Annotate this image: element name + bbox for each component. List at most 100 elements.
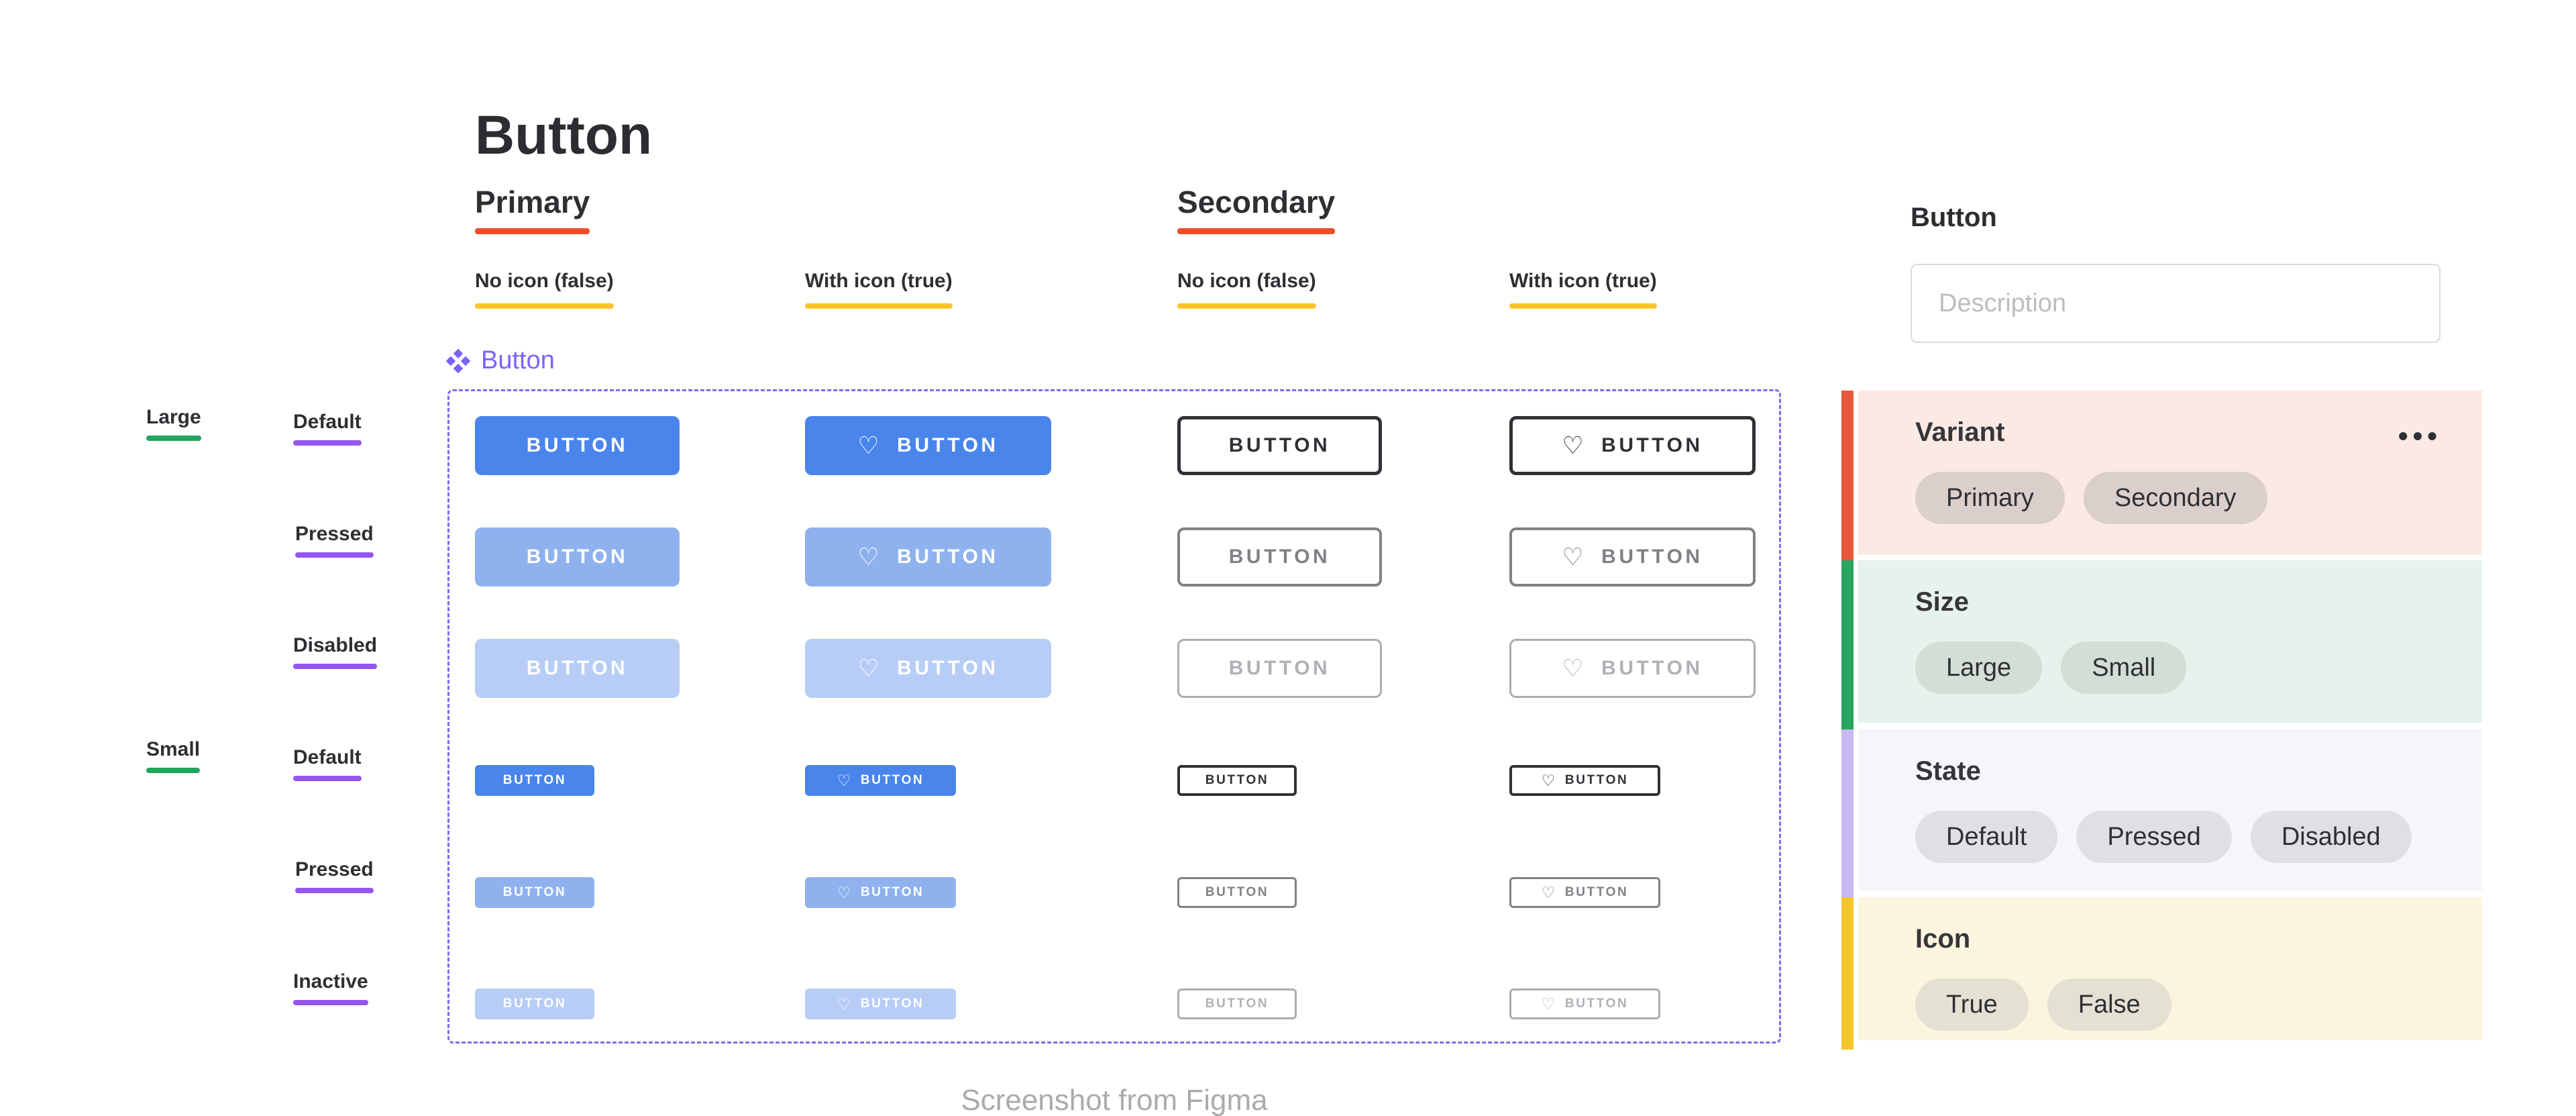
chip-row: Primary Secondary — [1915, 472, 2482, 524]
button-label: BUTTON — [502, 997, 567, 1011]
state-label-default-sm: Default — [293, 746, 362, 781]
button-label: BUTTON — [1601, 434, 1703, 456]
button-label: BUTTON — [502, 885, 567, 899]
more-icon[interactable]: ••• — [2398, 420, 2442, 452]
button-label: BUTTON — [1228, 434, 1331, 456]
button-label: BUTTON — [860, 773, 924, 787]
size-label-large: Large — [146, 406, 201, 441]
primary-small-inactive-icon-button[interactable]: ♡ BUTTON — [805, 988, 956, 1019]
chip-default[interactable]: Default — [1915, 811, 2058, 863]
secondary-large-disabled-icon-button[interactable]: ♡ BUTTON — [1509, 639, 1756, 698]
button-label: BUTTON — [860, 885, 924, 899]
description-input[interactable] — [1911, 264, 2440, 343]
heart-icon: ♡ — [1562, 432, 1587, 459]
chip-disabled[interactable]: Disabled — [2250, 811, 2412, 863]
chip-false[interactable]: False — [2047, 978, 2171, 1031]
primary-large-pressed-button[interactable]: BUTTON — [475, 527, 680, 587]
icon-accent-bar — [1841, 897, 1854, 1050]
button-label: BUTTON — [897, 434, 999, 456]
button-label: BUTTON — [1564, 997, 1629, 1011]
section-title: Icon — [1915, 924, 1971, 954]
heart-icon: ♡ — [857, 654, 883, 682]
chip-primary[interactable]: Primary — [1915, 472, 2065, 524]
section-title: Size — [1915, 587, 1970, 617]
secondary-small-inactive-button[interactable]: BUTTON — [1177, 988, 1297, 1019]
heart-icon: ♡ — [837, 771, 853, 789]
button-label: BUTTON — [1564, 773, 1629, 787]
button-label: BUTTON — [1228, 546, 1331, 568]
secondary-small-default-icon-button[interactable]: ♡ BUTTON — [1509, 765, 1660, 796]
state-label-inactive-sm: Inactive — [293, 970, 368, 1005]
button-label: BUTTON — [1205, 997, 1269, 1011]
button-label: BUTTON — [1228, 657, 1331, 679]
size-label-small: Small — [146, 738, 200, 773]
col-title-secondary-no-icon: No icon (false) — [1177, 270, 1316, 309]
secondary-large-pressed-icon-button[interactable]: ♡ BUTTON — [1509, 527, 1756, 587]
group-title-primary: Primary — [475, 185, 590, 234]
primary-large-pressed-icon-button[interactable]: ♡ BUTTON — [805, 527, 1051, 587]
state-label-disabled-lg: Disabled — [293, 634, 377, 669]
heart-icon: ♡ — [857, 432, 883, 459]
button-label: BUTTON — [502, 773, 567, 787]
primary-large-disabled-icon-button[interactable]: ♡ BUTTON — [805, 639, 1051, 698]
heart-icon: ♡ — [1562, 543, 1587, 570]
col-title-secondary-with-icon: With icon (true) — [1509, 270, 1657, 309]
button-label: BUTTON — [1601, 657, 1703, 679]
secondary-small-default-button[interactable]: BUTTON — [1177, 765, 1297, 796]
chip-secondary[interactable]: Secondary — [2083, 472, 2267, 524]
inspector-section-state: State Default Pressed Disabled — [1841, 729, 2482, 900]
secondary-small-pressed-button[interactable]: BUTTON — [1177, 877, 1297, 908]
secondary-large-pressed-button[interactable]: BUTTON — [1177, 527, 1382, 587]
secondary-small-pressed-icon-button[interactable]: ♡ BUTTON — [1509, 877, 1660, 908]
heart-icon: ♡ — [1541, 883, 1557, 901]
component-layer-name: Button — [481, 346, 555, 374]
component-selection-frame — [447, 389, 1781, 1044]
button-label: BUTTON — [1205, 773, 1269, 787]
secondary-large-default-icon-button[interactable]: ♡ BUTTON — [1509, 416, 1756, 475]
heart-icon: ♡ — [1541, 771, 1557, 789]
secondary-large-default-button[interactable]: BUTTON — [1177, 416, 1382, 475]
button-label: BUTTON — [1601, 546, 1703, 568]
chip-small[interactable]: Small — [2061, 642, 2187, 694]
chip-row: Default Pressed Disabled — [1915, 811, 2482, 863]
chip-true[interactable]: True — [1915, 978, 2029, 1031]
chip-large[interactable]: Large — [1915, 642, 2043, 694]
inspector-section-icon: Icon True False — [1841, 897, 2482, 1050]
heart-icon: ♡ — [837, 883, 853, 901]
state-accent-bar — [1841, 729, 1854, 900]
chip-pressed[interactable]: Pressed — [2076, 811, 2232, 863]
button-label: BUTTON — [526, 657, 629, 679]
section-title: State — [1915, 756, 1981, 786]
secondary-large-disabled-button[interactable]: BUTTON — [1177, 639, 1382, 698]
page-title: Button — [475, 104, 653, 166]
section-title: Variant — [1915, 417, 2005, 447]
primary-small-pressed-icon-button[interactable]: ♡ BUTTON — [805, 877, 956, 908]
button-label: BUTTON — [897, 657, 999, 679]
component-diamond-icon — [446, 348, 470, 373]
inspector-section-size: Size Large Small — [1841, 560, 2482, 732]
primary-large-default-button[interactable]: BUTTON — [475, 416, 680, 475]
secondary-small-inactive-icon-button[interactable]: ♡ BUTTON — [1509, 988, 1660, 1019]
primary-large-default-icon-button[interactable]: ♡ BUTTON — [805, 416, 1051, 475]
group-title-secondary: Secondary — [1177, 185, 1335, 234]
heart-icon: ♡ — [837, 995, 853, 1013]
col-title-primary-with-icon: With icon (true) — [805, 270, 953, 309]
primary-small-inactive-button[interactable]: BUTTON — [475, 988, 594, 1019]
button-label: BUTTON — [526, 434, 629, 456]
heart-icon: ♡ — [857, 543, 883, 570]
state-label-pressed-lg: Pressed — [295, 523, 374, 558]
button-label: BUTTON — [860, 997, 924, 1011]
primary-small-default-button[interactable]: BUTTON — [475, 765, 594, 796]
chip-row: Large Small — [1915, 642, 2482, 694]
button-label: BUTTON — [1564, 885, 1629, 899]
inspector-section-variant: Variant ••• Primary Secondary — [1841, 391, 2482, 564]
col-title-primary-no-icon: No icon (false) — [475, 270, 614, 309]
button-label: BUTTON — [1205, 885, 1269, 899]
primary-small-default-icon-button[interactable]: ♡ BUTTON — [805, 765, 956, 796]
button-label: BUTTON — [897, 546, 999, 568]
primary-small-pressed-button[interactable]: BUTTON — [475, 877, 594, 908]
state-label-pressed-sm: Pressed — [295, 858, 374, 893]
component-layer-tag[interactable]: Button — [446, 346, 555, 375]
heart-icon: ♡ — [1541, 995, 1557, 1013]
primary-large-disabled-button[interactable]: BUTTON — [475, 639, 680, 698]
